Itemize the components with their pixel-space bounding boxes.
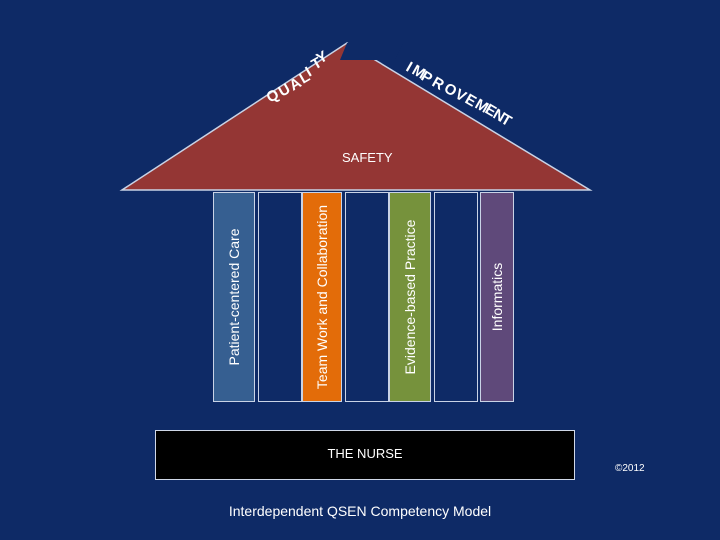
copyright-notice: ©2012 [615,463,645,474]
diagram-caption: Interdependent QSEN Competency Model [228,503,492,519]
safety-label: SAFETY [342,150,393,165]
pillar-label: Informatics [489,262,505,332]
pillar-team-work: Team Work and Collaboration [302,192,342,402]
pillar-empty [345,192,389,402]
pillar-patient-centered-care: Patient-centered Care [213,192,255,402]
roof-notch [340,43,403,60]
pillar-evidence-based-practice: Evidence-based Practice [389,192,431,402]
pillar-informatics: Informatics [480,192,514,402]
base-foundation: THE NURSE [155,430,575,480]
pillar-label: Patient-centered Care [226,228,242,366]
roof-triangle [119,42,593,191]
base-label: THE NURSE [327,446,403,461]
pillar-empty [434,192,478,402]
pillar-label: Evidence-based Practice [402,219,418,375]
pillar-empty [258,192,302,402]
pillar-label: Team Work and Collaboration [314,204,330,390]
